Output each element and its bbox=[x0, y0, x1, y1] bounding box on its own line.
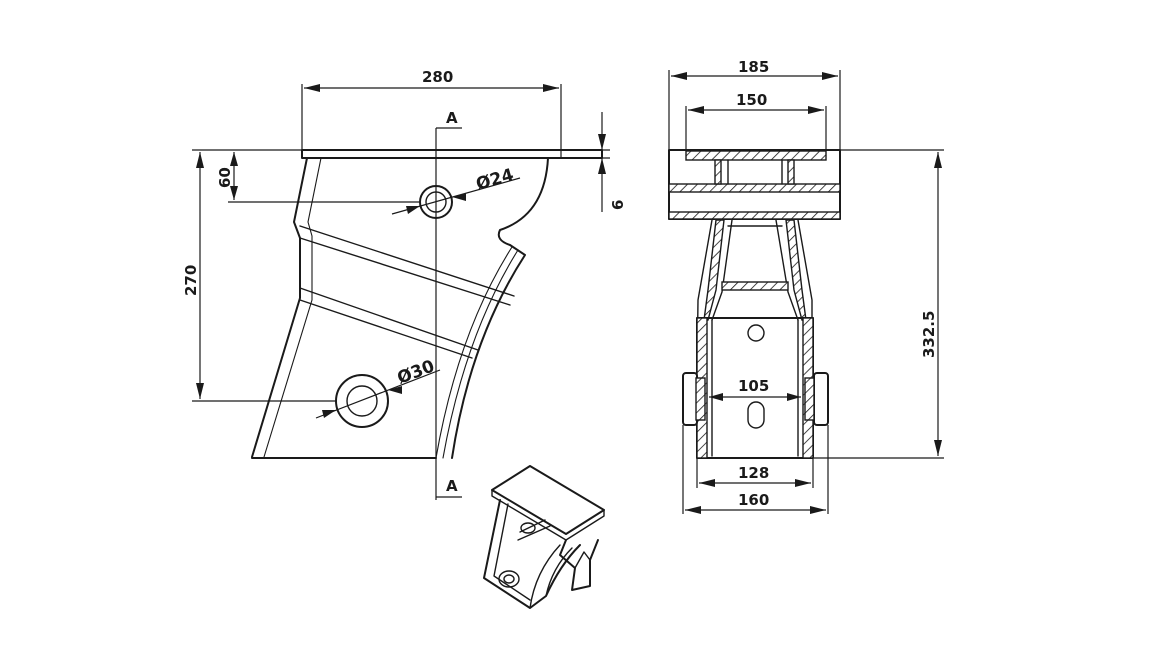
mid-hatch bbox=[668, 183, 841, 193]
iso-lug-inner bbox=[574, 551, 591, 569]
dim-280-label: 280 bbox=[422, 68, 453, 86]
upper-rib bbox=[299, 225, 515, 306]
section-label-top: A bbox=[446, 109, 458, 127]
leader-dia30 bbox=[315, 369, 441, 419]
arrow bbox=[598, 134, 606, 150]
hole-large-inner bbox=[346, 385, 378, 417]
box-hole-top bbox=[747, 324, 765, 342]
dim-128-label: 128 bbox=[738, 464, 769, 482]
iso-rib bbox=[517, 519, 551, 541]
right-flange-inner bbox=[442, 249, 519, 459]
arrow bbox=[452, 193, 466, 201]
arrow bbox=[598, 158, 606, 174]
iso-top-plate-edge bbox=[491, 489, 605, 541]
iso-flange bbox=[529, 544, 573, 609]
dim-6-label: 6 bbox=[609, 200, 627, 210]
arrow bbox=[671, 72, 687, 80]
top-plate bbox=[301, 149, 603, 159]
post-left bbox=[714, 159, 722, 185]
arrow bbox=[406, 206, 420, 214]
isometric-view bbox=[483, 465, 605, 609]
arrow bbox=[304, 84, 320, 92]
arrow bbox=[810, 506, 826, 514]
neck-left bbox=[703, 219, 725, 321]
arrow bbox=[685, 506, 701, 514]
arrow bbox=[230, 186, 238, 200]
arrow bbox=[787, 393, 801, 401]
arrow bbox=[388, 386, 402, 394]
bushing-right bbox=[813, 372, 829, 426]
right-flange-inner2 bbox=[435, 246, 513, 459]
hole-large-outer bbox=[335, 374, 389, 428]
iso-hole-bottom-outer bbox=[498, 570, 520, 588]
lower-rib bbox=[299, 287, 479, 359]
arrow bbox=[709, 393, 723, 401]
arrow bbox=[934, 152, 942, 168]
top-hatch bbox=[685, 150, 827, 161]
dia30-label: Ø30 bbox=[395, 356, 438, 388]
bushing-right-hatch bbox=[804, 377, 815, 421]
dim-332-label: 332.5 bbox=[920, 311, 938, 358]
arrow bbox=[543, 84, 559, 92]
arrow bbox=[699, 479, 715, 487]
bushing-left-hatch bbox=[695, 377, 706, 421]
dim-185-label: 185 bbox=[738, 58, 769, 76]
arrow bbox=[196, 152, 204, 168]
base-hatch bbox=[668, 211, 841, 220]
dim-105-label: 105 bbox=[738, 377, 769, 395]
iso-body-left bbox=[483, 499, 581, 609]
dim-150-label: 150 bbox=[736, 91, 767, 109]
dim-60-label: 60 bbox=[216, 167, 234, 188]
inner-edge-left bbox=[263, 157, 322, 458]
side-view: A A 280 6 60 270 Ø24 bbox=[182, 68, 627, 500]
dia24-label: Ø24 bbox=[474, 165, 516, 195]
dim-270-label: 270 bbox=[182, 265, 200, 296]
arrow bbox=[795, 479, 811, 487]
bushing-left bbox=[682, 372, 698, 426]
iso-hole-top bbox=[520, 522, 536, 534]
neck-cross-plate bbox=[721, 281, 789, 291]
arrow bbox=[934, 440, 942, 456]
neck-right bbox=[785, 219, 807, 321]
arrow bbox=[322, 410, 336, 418]
iso-body-inner bbox=[493, 503, 531, 601]
post-right bbox=[787, 159, 795, 185]
arrow bbox=[822, 72, 838, 80]
neck-inner bbox=[711, 219, 799, 321]
right-contour bbox=[451, 157, 549, 459]
iso-lug bbox=[559, 539, 599, 591]
box-slot bbox=[747, 401, 765, 429]
section-label-bottom: A bbox=[446, 477, 458, 495]
outer-edge-left bbox=[251, 157, 308, 458]
arrow bbox=[688, 106, 704, 114]
front-view: 185 150 332.5 105 128 160 bbox=[668, 58, 944, 514]
arrow bbox=[196, 383, 204, 399]
iso-hole-bottom-inner bbox=[503, 574, 515, 584]
arrow bbox=[230, 152, 238, 166]
arrow bbox=[808, 106, 824, 114]
iso-top-plate bbox=[491, 465, 605, 535]
dim-160-label: 160 bbox=[738, 491, 769, 509]
